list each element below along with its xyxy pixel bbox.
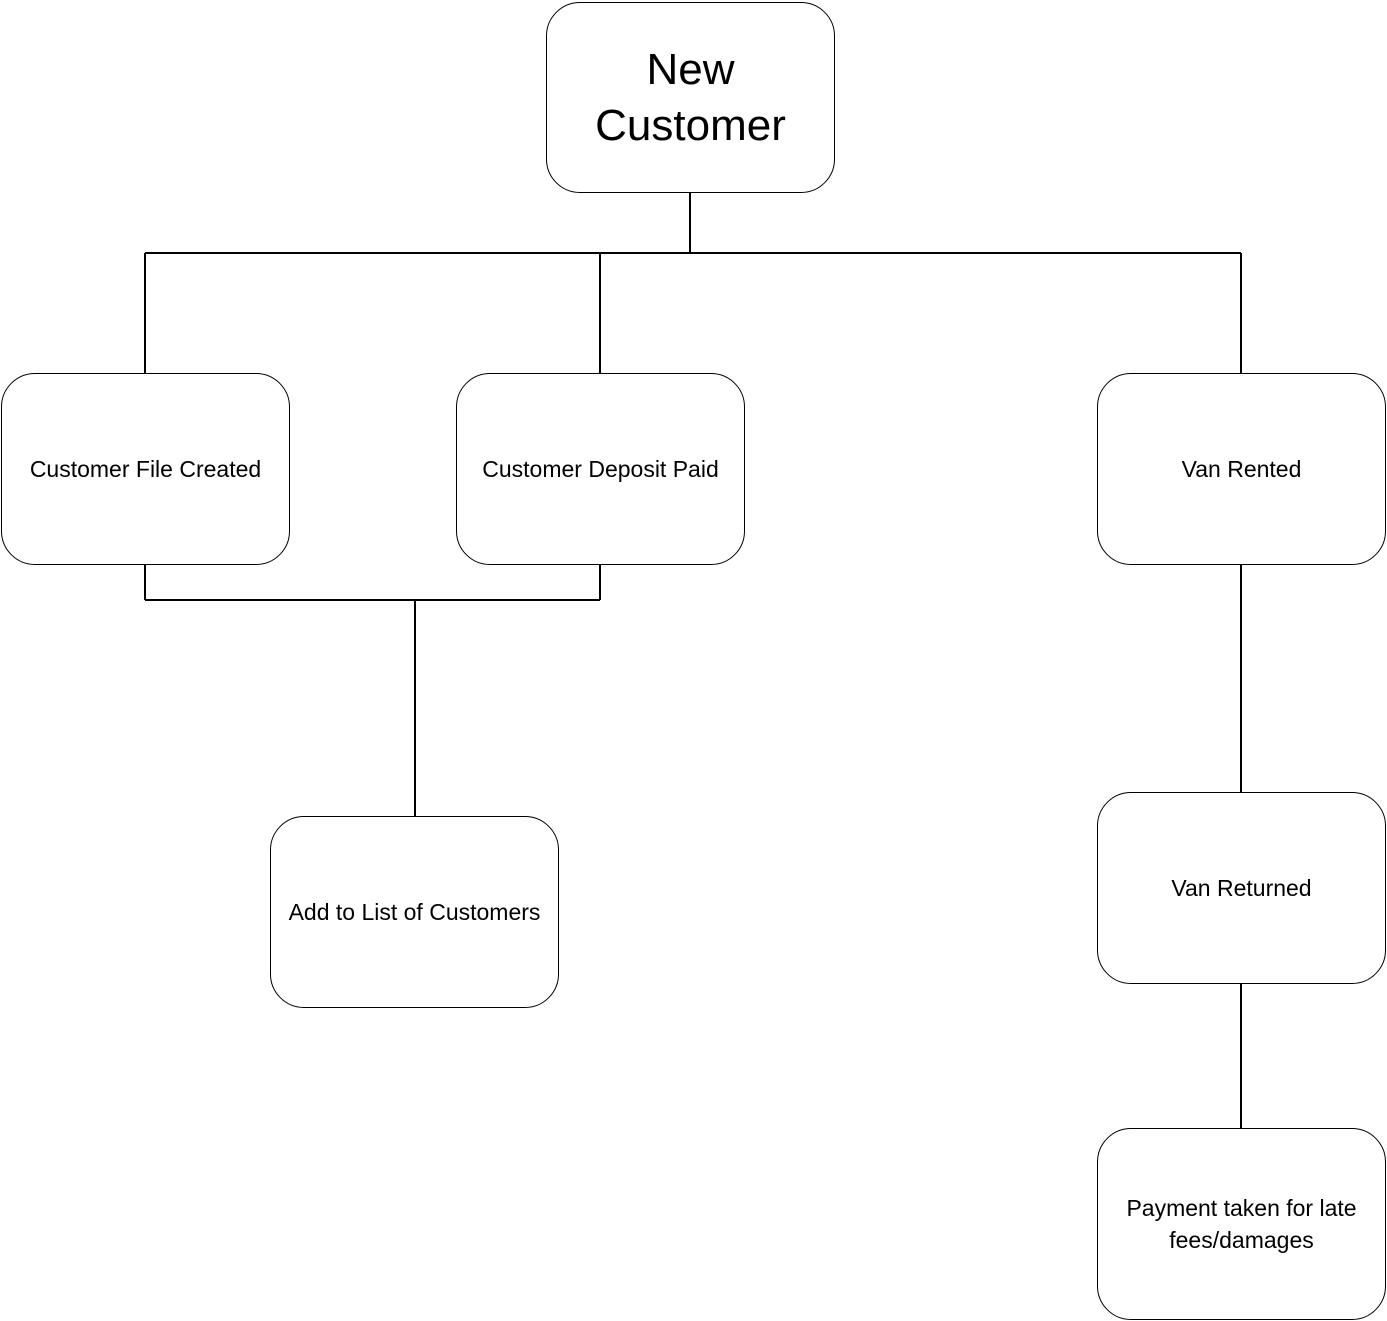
node-payment-late-fees-label: Payment taken for late fees/damages (1126, 1195, 1357, 1253)
node-customer-deposit-paid-label: Customer Deposit Paid (482, 456, 719, 482)
node-van-returned: Van Returned (1097, 792, 1386, 984)
node-new-customer-label: New Customer (595, 44, 786, 150)
node-payment-late-fees: Payment taken for late fees/damages (1097, 1128, 1386, 1320)
node-add-to-list-of-customers: Add to List of Customers (270, 816, 559, 1008)
node-customer-file-created-label: Customer File Created (29, 456, 262, 482)
node-van-rented-label: Van Rented (1181, 456, 1302, 482)
node-new-customer: New Customer (546, 2, 835, 193)
node-add-to-list-of-customers-label: Add to List of Customers (288, 899, 541, 925)
node-customer-file-created: Customer File Created (1, 373, 290, 565)
node-van-rented: Van Rented (1097, 373, 1386, 565)
node-customer-deposit-paid: Customer Deposit Paid (456, 373, 745, 565)
node-van-returned-label: Van Returned (1171, 875, 1312, 901)
